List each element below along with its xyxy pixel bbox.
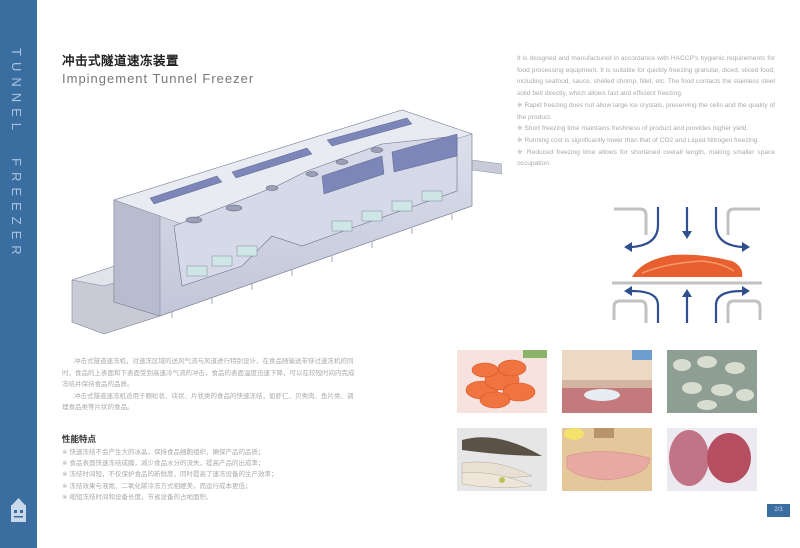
features-title: 性能特点	[62, 435, 97, 445]
cooked-shrimp-photo	[457, 350, 547, 413]
feature-item: ※ 缩短冻结时间和设备长度，节省设备的占地面积。	[62, 492, 213, 501]
impingement-airflow-diagram	[612, 207, 762, 323]
vertical-title-tunnel: TUNNEL	[9, 48, 24, 137]
page-number: 2/3	[767, 504, 790, 517]
company-logo-icon	[11, 498, 26, 522]
tunnel-freezer-illustration	[71, 109, 502, 334]
ground-meat-patty-photo	[667, 428, 757, 491]
chinese-paragraph: 冲击式隧道速冻机适用于颗粒状、块状、片状类的食品的快速冻结，如虾仁、贝类肉、鱼片…	[62, 391, 354, 412]
feature-item: ※ 食品表面快速冻结成膜，减少食品水分的流失，提高产品的出成率；	[62, 459, 265, 468]
fish-fillet-photo	[562, 428, 652, 491]
product-photo-grid	[457, 350, 767, 495]
english-intro: It is designed and manufactured in accor…	[517, 55, 775, 98]
chinese-paragraph: 冲击式隧道速冻机，对速冻区域的送风气流与风道进行特别设计，在食品随输送带穿过速冻…	[62, 357, 355, 388]
feature-item: ※ 冻结效果与液氮、二氧化碳冷冻方式相媲美，而运行成本更低；	[62, 481, 252, 490]
feature-item: ※ 快速冻结不会产生大的冰晶，保持食品细胞组织，确保产品的品质；	[62, 448, 265, 456]
page-title-chinese: 冲击式隧道速冻装置	[62, 53, 180, 68]
english-bullet: ※ Rapid freezing does not allow large ic…	[517, 101, 775, 121]
english-bullet: ※ Reduced freezing time allows for short…	[517, 148, 775, 168]
peeled-shrimp-photo	[562, 350, 652, 413]
vertical-title-freezer: FREEZER	[9, 158, 24, 261]
chinese-description: 冲击式隧道速冻机，对速冻区域的送风气流与风道进行特别设计，在食品随输送带穿过速冻…	[62, 356, 357, 414]
vertical-title: TUNNEL FREEZER	[9, 48, 24, 261]
english-bullet: ※ Short freezing time maintains freshnes…	[517, 125, 749, 133]
sidebar: TUNNEL FREEZER	[0, 0, 37, 548]
frozen-shrimp-photo	[667, 350, 757, 413]
english-description: It is designed and manufactured in accor…	[517, 53, 775, 170]
whole-fish-fillet-photo	[457, 428, 547, 491]
features-list: ※ 快速冻结不会产生大的冰晶，保持食品细胞组织，确保产品的品质； ※ 食品表面快…	[62, 447, 362, 503]
feature-item: ※ 冻结时间短，不仅保护食品的新鲜度，同时提高了速冻设备的生产效率；	[62, 470, 278, 479]
page-title-english: Impingement Tunnel Freezer	[62, 71, 255, 86]
english-bullet: ※ Running cost is significantly lower th…	[517, 136, 760, 144]
